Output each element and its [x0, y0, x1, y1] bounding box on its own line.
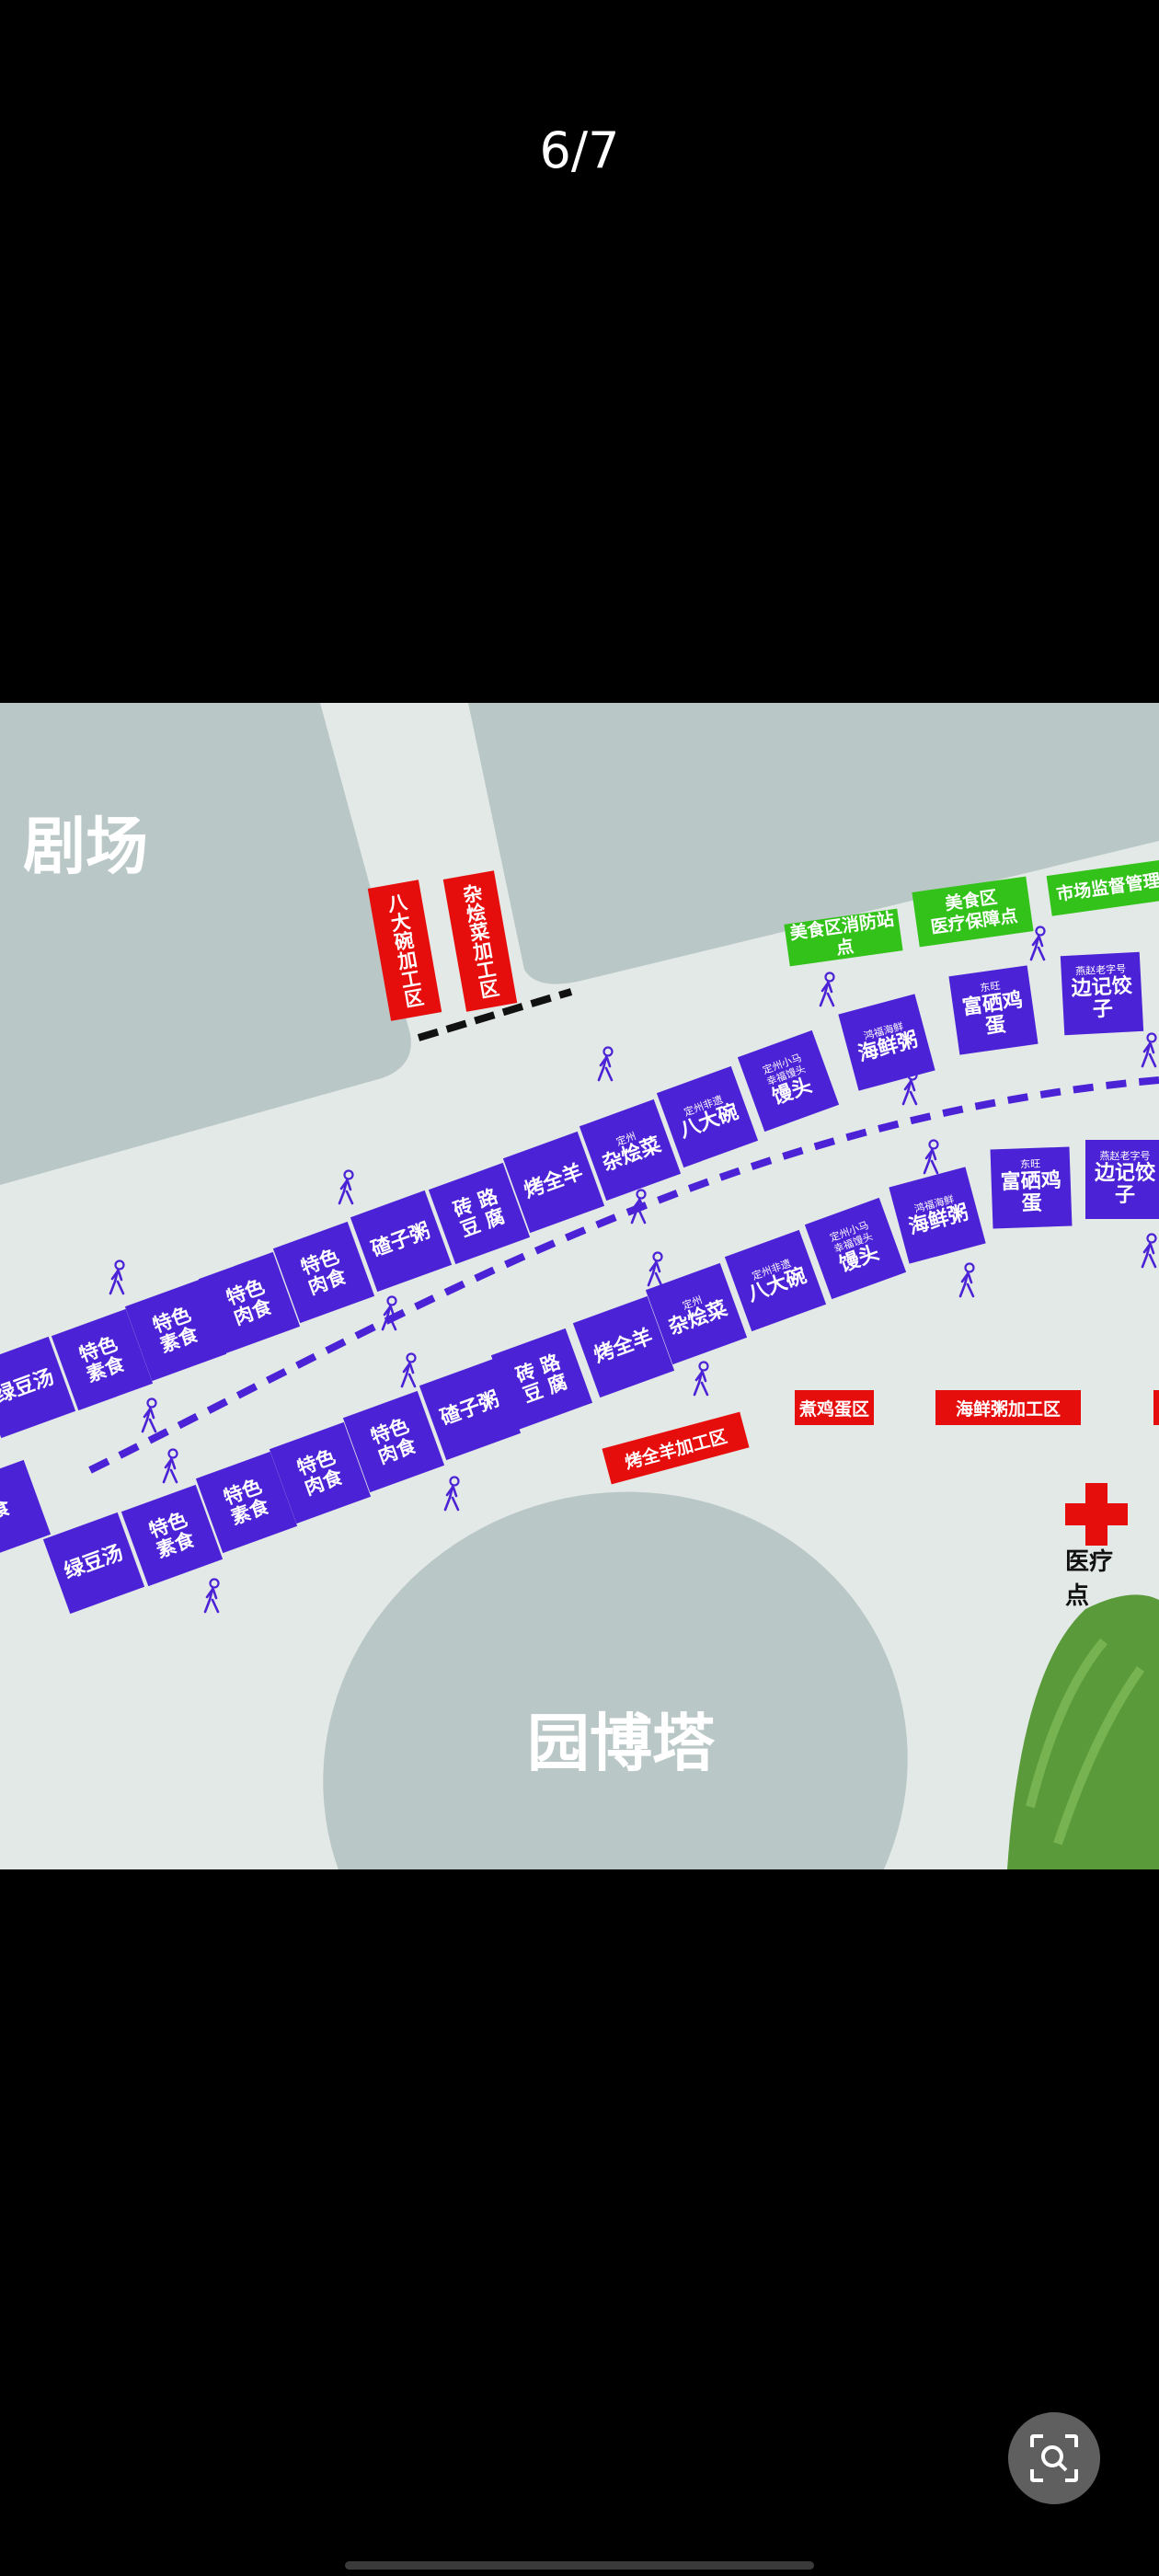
theater-block: [0, 703, 411, 1185]
pedestrian-icon: [815, 972, 843, 1008]
pedestrian-icon: [919, 1139, 947, 1176]
stall-name: 砖 路 豆 腐: [512, 1350, 571, 1408]
home-indicator[interactable]: [345, 2561, 814, 2570]
pedestrian-icon: [1137, 1233, 1159, 1270]
top-row-stall[interactable]: 燕赵老字号边记饺子: [1060, 951, 1144, 1036]
pedestrian-icon: [626, 1189, 654, 1225]
seafood-porridge-processing-zone[interactable]: 海鲜粥加工区: [935, 1390, 1081, 1425]
top-row-stall[interactable]: 东旺富硒鸡蛋: [948, 965, 1039, 1055]
tower-label: 园博塔: [526, 1708, 716, 1781]
pedestrian-icon: [689, 1361, 717, 1397]
pedestrian-icon: [200, 1578, 227, 1615]
stall-name: 砖 路 豆 腐: [450, 1184, 509, 1242]
stall-name: 绿豆汤: [0, 1365, 58, 1409]
pedestrian-icon: [158, 1448, 186, 1485]
pedestrian-icon: [334, 1169, 361, 1206]
stall-name: 碴子粥: [437, 1387, 503, 1431]
partial-processing-zone: [1153, 1390, 1159, 1425]
pedestrian-icon: [377, 1295, 405, 1332]
map-background: [0, 703, 1159, 1869]
pedestrian-icon: [105, 1259, 132, 1296]
stall-name: 食: [0, 1495, 14, 1524]
stall-name: 烤全羊: [591, 1325, 657, 1368]
scan-search-icon: [1030, 2434, 1078, 2482]
theater-label: 剧场: [22, 811, 149, 884]
food-area-map[interactable]: 剧场 园博塔 医疗点 八大碗加工区 杂烩菜加工区 烤全羊加工区 煮鸡蛋区 海鲜粥…: [0, 703, 1159, 1869]
bottom-row-stall[interactable]: 燕赵老字号边记饺子: [1085, 1140, 1159, 1219]
barrier-line: [417, 988, 573, 1041]
stall-name: 特色 素食: [76, 1332, 128, 1386]
stall-name: 边记饺子: [1071, 974, 1133, 1022]
medical-point-label: 医疗点: [1065, 1548, 1114, 1610]
bottom-row-stall[interactable]: 东旺富硒鸡蛋: [990, 1146, 1073, 1229]
stall-name: 特色 素食: [221, 1475, 272, 1529]
stall-name: 特色 素食: [150, 1303, 201, 1357]
pedestrian-icon: [440, 1476, 467, 1512]
pedestrian-icon: [643, 1251, 671, 1288]
boiled-egg-zone[interactable]: 煮鸡蛋区: [795, 1390, 874, 1425]
stall-name: 特色 肉食: [224, 1275, 275, 1329]
stall-name: 特色 肉食: [294, 1445, 346, 1500]
stall-name: 特色 素食: [146, 1508, 198, 1562]
stall-name: 富硒鸡蛋: [960, 988, 1025, 1040]
pedestrian-icon: [396, 1352, 424, 1389]
north-plaza-block: [468, 703, 1159, 984]
scan-search-button[interactable]: [1008, 2412, 1100, 2504]
pedestrian-icon: [137, 1397, 165, 1434]
walkway-dashed-line: [88, 1076, 1159, 1474]
red-cross-icon: [1065, 1483, 1128, 1546]
stall-name: 富硒鸡蛋: [1000, 1168, 1062, 1216]
pedestrian-icon: [593, 1046, 621, 1083]
pedestrian-icon: [955, 1262, 982, 1299]
stall-name: 碴子粥: [368, 1219, 434, 1262]
stall-name: 烤全羊: [521, 1160, 587, 1203]
stall-subtitle: 燕赵老字号: [1099, 1150, 1151, 1163]
stall-name: 特色 肉食: [298, 1245, 350, 1299]
pedestrian-icon: [1137, 1032, 1159, 1069]
tower-block: [323, 1491, 908, 1869]
stall-name: 绿豆汤: [61, 1541, 127, 1584]
stall-name: 特色 肉食: [368, 1414, 419, 1468]
pedestrian-icon: [1026, 926, 1053, 962]
tree-area: [1007, 1594, 1159, 1869]
page-counter: 6/7: [539, 121, 620, 179]
stall-name: 边记饺子: [1094, 1162, 1155, 1208]
pedestrian-icon: [898, 1070, 925, 1107]
